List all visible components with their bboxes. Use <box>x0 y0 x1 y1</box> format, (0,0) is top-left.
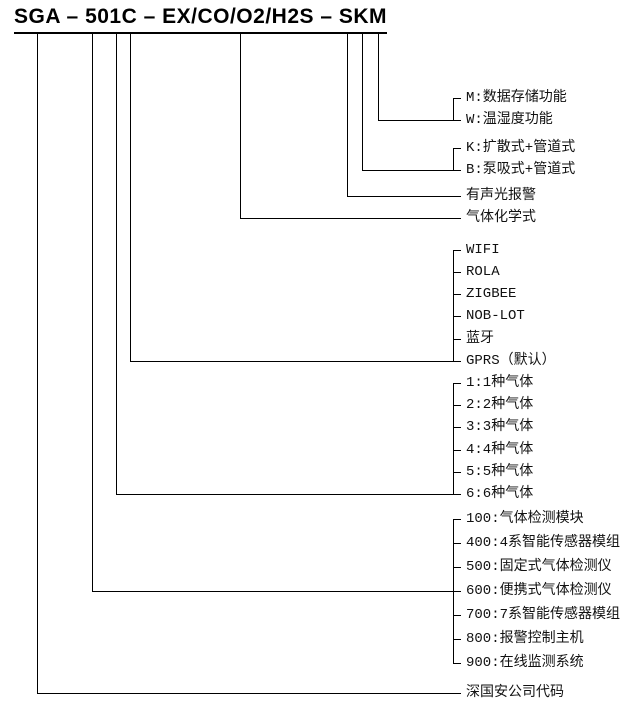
label-gas-count-4: 4:4种气体 <box>453 443 533 457</box>
label-series-600: 600:便携式气体检测仪 <box>453 584 612 598</box>
bracket-sampling <box>453 148 454 171</box>
line-company-drop <box>37 33 38 694</box>
line-sampling-drop <box>362 33 363 171</box>
line-storage-drop <box>378 33 379 121</box>
label-gas-count-5: 5:5种气体 <box>453 465 533 479</box>
label-gas-count-6: 6:6种气体 <box>453 487 533 501</box>
label-comm-wifi: WIFI <box>453 243 500 257</box>
bracket-comm <box>453 250 454 362</box>
label-comm-bluetooth: 蓝牙 <box>453 332 494 346</box>
line-gas-count-drop <box>116 33 117 495</box>
label-sampling-b: B:泵吸式+管道式 <box>453 163 575 177</box>
line-series-connector <box>92 591 453 592</box>
label-alarm: 有声光报警 <box>453 189 536 203</box>
line-alarm-drop <box>347 33 348 197</box>
label-comm-rola: ROLA <box>453 265 500 279</box>
label-storage-w: W:温湿度功能 <box>453 113 553 127</box>
line-gas-formula-drop <box>240 33 241 219</box>
label-series-500: 500:固定式气体检测仪 <box>453 560 612 574</box>
line-series-drop <box>92 33 93 592</box>
label-series-400: 400:4系智能传感器模组 <box>453 536 620 550</box>
line-comm-drop <box>130 33 131 362</box>
label-gas-count-1: 1:1种气体 <box>453 376 533 390</box>
label-comm-noblot: NOB-LOT <box>453 309 525 323</box>
line-sampling-connector <box>362 170 453 171</box>
label-series-100: 100:气体检测模块 <box>453 512 584 526</box>
label-company-code: 深国安公司代码 <box>453 686 564 700</box>
label-series-900: 900:在线监测系统 <box>453 656 584 670</box>
label-comm-zigbee: ZIGBEE <box>453 287 516 301</box>
line-gas-formula-connector <box>240 218 453 219</box>
label-sampling-k: K:扩散式+管道式 <box>453 141 575 155</box>
label-comm-gprs: GPRS（默认） <box>453 354 556 368</box>
label-series-700: 700:7系智能传感器模组 <box>453 608 620 622</box>
label-gas-count-3: 3:3种气体 <box>453 420 533 434</box>
line-alarm-connector <box>347 196 453 197</box>
line-comm-connector <box>130 361 453 362</box>
label-storage-m: M:数据存储功能 <box>453 91 567 105</box>
model-code-title: SGA – 501C – EX/CO/O2/H2S – SKM <box>14 4 388 35</box>
label-gas-formula: 气体化学式 <box>453 211 536 225</box>
line-storage-connector <box>378 120 453 121</box>
label-gas-count-2: 2:2种气体 <box>453 398 533 412</box>
label-series-800: 800:报警控制主机 <box>453 632 584 646</box>
bracket-gas-count <box>453 383 454 495</box>
line-gas-count-connector <box>116 494 453 495</box>
bracket-storage <box>453 98 454 121</box>
line-company-connector <box>37 693 453 694</box>
